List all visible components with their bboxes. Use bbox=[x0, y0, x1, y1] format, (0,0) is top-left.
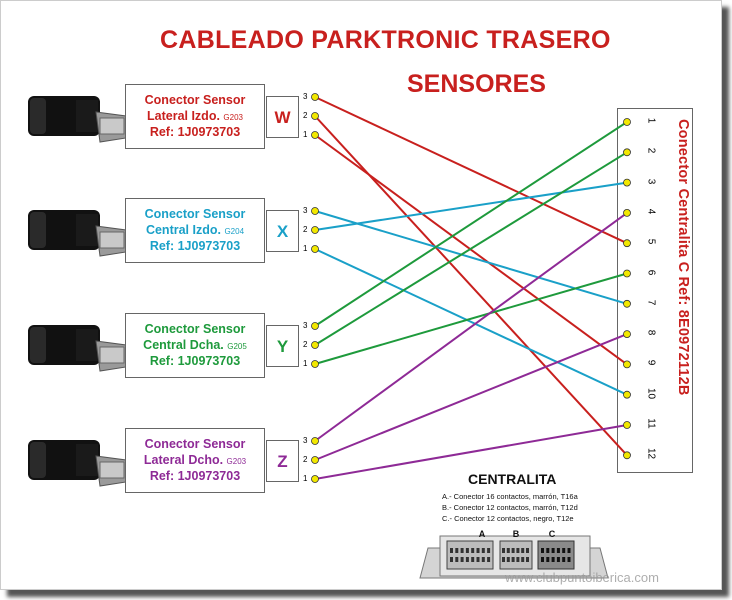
connector-letter-w: W bbox=[266, 96, 299, 138]
sensor-terminal-dot bbox=[311, 207, 319, 215]
connector-desc: Central Dcha. G205 bbox=[143, 337, 247, 352]
centralita-terminal-dot bbox=[623, 421, 631, 429]
sensor-pin-label: 3 bbox=[303, 206, 308, 215]
centralita-title: CENTRALITA bbox=[468, 471, 557, 487]
wire-z2-to-8 bbox=[314, 333, 628, 461]
centralita-terminal-dot bbox=[623, 299, 631, 308]
sensor-terminal-dot bbox=[311, 475, 319, 483]
connector-ref: Ref: 1J0973703 bbox=[149, 239, 241, 253]
connector-name: Conector Sensor bbox=[144, 322, 246, 336]
connector-desc: Central Izdo. G204 bbox=[145, 222, 245, 237]
sensor-terminal-dot bbox=[311, 93, 319, 101]
diagram-subtitle: SENSORES bbox=[407, 70, 546, 98]
centralita-terminal-dot bbox=[623, 451, 631, 460]
sensor-pin-label: 1 bbox=[303, 474, 308, 483]
sensor-pin-label: 3 bbox=[303, 92, 308, 101]
connector-desc: Lateral Izdo. G203 bbox=[147, 108, 243, 123]
sensor-pin-label: 2 bbox=[303, 111, 308, 120]
sensor-pin-label: 2 bbox=[303, 225, 308, 234]
connector-name: Conector Sensor bbox=[144, 93, 246, 107]
wire-y2-to-2 bbox=[314, 151, 628, 346]
wire-y1-to-6 bbox=[314, 272, 628, 365]
sensor-pin-label: 3 bbox=[303, 436, 308, 445]
sensor-pin-label: 2 bbox=[303, 340, 308, 349]
centralita-terminal-dot bbox=[623, 118, 631, 126]
sensor-pin-label: 1 bbox=[303, 130, 308, 139]
centralita-connector-label: Conector Centralita C Ref: 8E0972112B bbox=[675, 119, 691, 396]
sensor-terminal-dot bbox=[311, 360, 319, 368]
sensor-terminal-dot bbox=[311, 456, 319, 464]
connector-ref: Ref: 1J0973703 bbox=[149, 469, 241, 483]
parking-sensor-icon bbox=[28, 96, 127, 143]
centralita-line-b: B.- Conector 12 contactos, marrón, T12d bbox=[442, 503, 578, 512]
parking-sensor-icon bbox=[28, 210, 127, 257]
centralita-terminal-dot bbox=[623, 360, 631, 369]
sensor-terminal-dot bbox=[311, 322, 319, 330]
sensor-pin-label: 1 bbox=[303, 359, 308, 368]
sensor-terminal-dot bbox=[311, 245, 319, 253]
sensor-terminal-dot bbox=[311, 437, 319, 445]
diagram-title: CABLEADO PARKTRONIC TRASERO bbox=[160, 26, 611, 54]
centralita-connector-box bbox=[617, 108, 693, 473]
connector-name: Conector Sensor bbox=[144, 437, 246, 451]
connector-letter-y: Y bbox=[266, 325, 299, 367]
sensor-terminal-dot bbox=[311, 341, 319, 349]
sensor-pin-label: 3 bbox=[303, 321, 308, 330]
connector-letter-x: X bbox=[266, 210, 299, 252]
wire-x1-to-10 bbox=[314, 248, 628, 396]
centralita-line-a: A.- Conector 16 contactos, marrón, T16a bbox=[442, 492, 578, 501]
sensor-pin-label: 1 bbox=[303, 244, 308, 253]
centralita-terminal-dot bbox=[623, 269, 631, 278]
sensor-terminal-dot bbox=[311, 226, 319, 234]
wire-z1-to-11 bbox=[314, 424, 628, 480]
centralita-port-label: A bbox=[479, 529, 486, 539]
sensor-pin-label: 2 bbox=[303, 455, 308, 464]
watermark: www.clubpuntoiberica.com bbox=[505, 570, 659, 585]
connector-ref: Ref: 1J0973703 bbox=[149, 354, 241, 368]
connector-letter-z: Z bbox=[266, 440, 299, 482]
centralita-terminal-dot bbox=[623, 239, 631, 248]
centralita-terminal-dot bbox=[623, 178, 631, 187]
sensor-terminal-dot bbox=[311, 112, 319, 120]
centralita-port-label: C bbox=[549, 529, 556, 539]
centralita-terminal-dot bbox=[623, 330, 631, 339]
centralita-terminal-dot bbox=[623, 148, 631, 157]
wire-y3-to-1 bbox=[314, 121, 628, 327]
wire-w3-to-5 bbox=[314, 96, 628, 245]
connector-ref: Ref: 1J0973703 bbox=[149, 125, 241, 139]
connector-desc: Lateral Dcho. G203 bbox=[143, 452, 247, 467]
centralita-line-c: C.- Conector 12 contactos, negro, T12e bbox=[442, 514, 574, 523]
centralita-terminal-dot bbox=[623, 390, 631, 399]
centralita-port-label: B bbox=[513, 529, 520, 539]
parking-sensor-icon bbox=[28, 440, 127, 487]
centralita-terminal-dot bbox=[623, 208, 631, 217]
wire-z3-to-4 bbox=[314, 212, 628, 442]
sensor-terminal-dot bbox=[311, 131, 319, 139]
wire-x2-to-3 bbox=[314, 181, 628, 231]
connector-name: Conector Sensor bbox=[144, 207, 246, 221]
